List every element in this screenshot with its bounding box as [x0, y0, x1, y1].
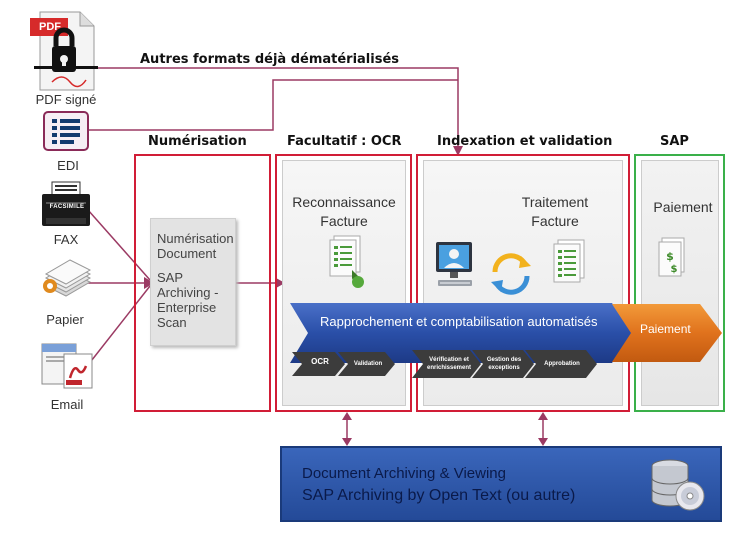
scan-text-line2: Document	[157, 246, 217, 261]
frame-indexation	[416, 154, 630, 412]
scan-text-line3: SAP	[157, 270, 184, 285]
connector-email	[87, 285, 151, 366]
email-pdf-icon	[41, 343, 93, 389]
step-approbation-label: Approbation	[544, 361, 580, 367]
invoice-processing-icon	[553, 239, 585, 283]
svg-text:$: $	[666, 250, 674, 263]
connector-pdf-to-indexation	[96, 67, 459, 150]
source-fax: FACSIMILE FAX	[36, 180, 96, 250]
connector-pdf-arrowhead	[453, 146, 463, 156]
scan-text-line6: Scan	[157, 315, 187, 330]
scan-text-line5: Enterprise	[157, 300, 217, 315]
band-blue-arrow	[290, 303, 633, 363]
database-disc-icon	[651, 459, 705, 511]
source-edi: EDI	[38, 110, 98, 180]
band-payment-arrow	[612, 304, 722, 362]
heading-numerisation: Numérisation	[148, 134, 247, 149]
panel-sap	[641, 160, 719, 406]
fax-machine-icon	[42, 181, 90, 226]
pdf-signed-icon	[30, 11, 98, 91]
chevron-ocr	[292, 352, 345, 376]
workstation-icon	[436, 242, 472, 286]
chevron-approbation	[525, 350, 597, 378]
heading-indexation: Indexation et validation	[437, 134, 613, 149]
connector-ocr-arrowhead	[276, 278, 285, 288]
chevron-validation	[338, 352, 395, 376]
heading-autres-formats: Autres formats déjà dématérialisés	[140, 52, 400, 67]
source-label-pdf-signe: PDF signé	[35, 92, 97, 107]
sap-title: Paiement	[653, 199, 713, 215]
frame-sap	[634, 154, 725, 412]
heading-ocr: Facultatif : OCR	[287, 134, 402, 149]
panel-numerisation-document: Numérisation Document SAP Archiving - En…	[150, 218, 236, 346]
step-validation-label: Validation	[353, 361, 383, 367]
edi-document-icon	[43, 111, 89, 151]
paper-stack-icon	[43, 259, 92, 297]
indexation-title-line2: Facture	[531, 213, 579, 229]
source-pdf-signe: PDF PDF signé	[22, 8, 102, 108]
heading-sap: SAP	[660, 134, 689, 149]
invoice-recognition-icon	[329, 235, 364, 288]
connector-scan-arrowhead	[144, 277, 154, 289]
payment-document-icon: $ $	[658, 237, 685, 277]
chevron-gestion	[472, 350, 534, 378]
ocr-title-line2: Facture	[320, 213, 368, 229]
source-label-email: Email	[50, 397, 84, 412]
scan-text-line4: Archiving -	[157, 285, 219, 300]
pdf-badge-text: PDF	[39, 21, 61, 33]
band-payment-label: Paiement	[640, 322, 691, 336]
step-ocr-label: OCR	[311, 357, 329, 366]
indexation-title-line1: Traitement	[521, 194, 589, 210]
ocr-title-line1: Reconnaissance	[292, 194, 396, 210]
archive-box: Document Archiving & Viewing SAP Archivi…	[280, 446, 722, 522]
svg-text:$: $	[671, 264, 678, 275]
source-label-papier: Papier	[46, 312, 84, 327]
band-label: Rapprochement et comptabilisation automa…	[320, 314, 598, 329]
source-papier: Papier	[34, 252, 96, 332]
frame-ocr	[275, 154, 412, 412]
sync-arrows-icon	[491, 253, 531, 295]
step-chevrons	[292, 350, 597, 378]
source-label-fax: FAX	[53, 232, 79, 247]
chevron-verification	[412, 350, 481, 378]
fax-badge-text: FACSIMILE	[49, 204, 85, 210]
source-label-edi: EDI	[57, 158, 79, 173]
scan-text-line1: Numérisation	[157, 231, 234, 246]
archive-line1: Document Archiving & Viewing	[302, 465, 506, 482]
archive-line2: SAP Archiving by Open Text (ou autre)	[302, 487, 576, 504]
source-email: Email	[36, 340, 98, 420]
frame-numerisation	[134, 154, 271, 412]
connector-fax	[87, 209, 151, 281]
connector-edi-to-indexation	[86, 79, 458, 131]
